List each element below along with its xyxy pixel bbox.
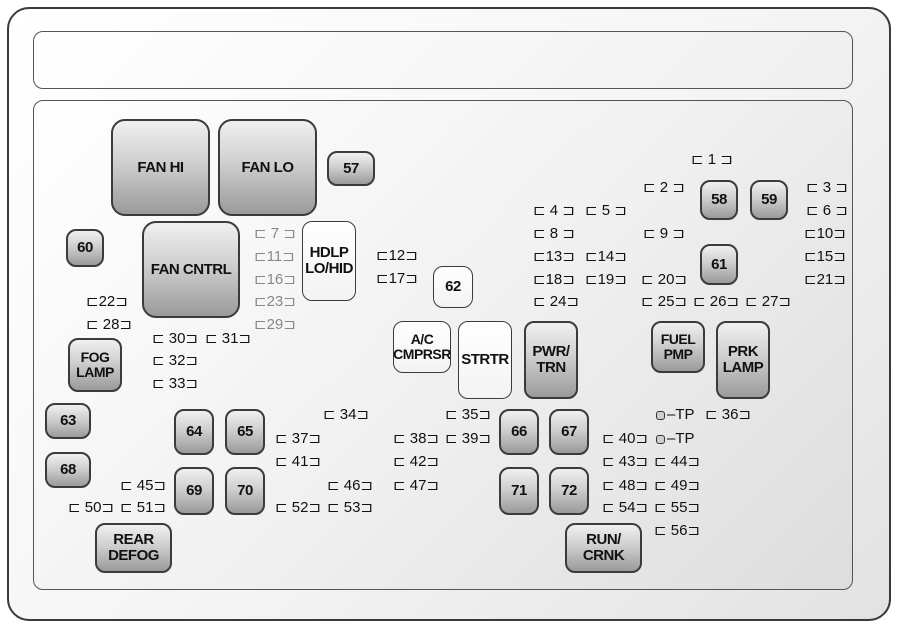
fuse-16: ⊏16⊐ bbox=[254, 271, 296, 288]
fuse-3: ⊏ 3 ⊐ bbox=[806, 179, 848, 196]
relay-65: 65 bbox=[225, 409, 265, 455]
fuse-39: ⊏ 39⊐ bbox=[445, 430, 491, 447]
relay-71: 71 bbox=[499, 467, 539, 515]
relay-57: 57 bbox=[327, 151, 375, 186]
rear-defog-relay: REAR DEFOG bbox=[95, 523, 172, 573]
fuse-19: ⊏19⊐ bbox=[585, 271, 627, 288]
fuse-41: ⊏ 41⊐ bbox=[275, 453, 321, 470]
fan-hi-relay: FAN HI bbox=[111, 119, 210, 216]
relay-72: 72 bbox=[549, 467, 589, 515]
fuse-36: ⊏ 36⊐ bbox=[705, 406, 751, 423]
fuse-24: ⊏ 24⊐ bbox=[533, 293, 579, 310]
fuse-42: ⊏ 42⊐ bbox=[393, 453, 439, 470]
fan-cntrl-relay: FAN CNTRL bbox=[142, 221, 240, 318]
fuse-22: ⊏22⊐ bbox=[86, 293, 128, 310]
fuse-15: ⊏15⊐ bbox=[804, 248, 846, 265]
test-point-icon bbox=[656, 410, 665, 420]
fuse-27: ⊏ 27⊐ bbox=[745, 293, 791, 310]
fuse-30: ⊏ 30⊐ bbox=[152, 330, 198, 347]
ac-cmprsr-relay: A/C CMPRSR bbox=[393, 321, 451, 373]
tp-terminal-1: –TP bbox=[656, 406, 695, 424]
fuse-26: ⊏ 26⊐ bbox=[693, 293, 739, 310]
run-crnk-relay: RUN/ CRNK bbox=[565, 523, 642, 573]
fuel-pmp-relay: FUEL PMP bbox=[651, 321, 705, 373]
tp-label: –TP bbox=[667, 406, 695, 423]
relay-69: 69 bbox=[174, 467, 214, 515]
fuse-35: ⊏ 35⊐ bbox=[445, 406, 491, 423]
fuse-38: ⊏ 38⊐ bbox=[393, 430, 439, 447]
fuse-25: ⊏ 25⊐ bbox=[641, 293, 687, 310]
fuse-5: ⊏ 5 ⊐ bbox=[585, 202, 627, 219]
hdlp-lo-hid-relay: HDLP LO/HID bbox=[302, 221, 356, 301]
fuse-44: ⊏ 44⊐ bbox=[654, 453, 700, 470]
fuse-box-top-panel bbox=[33, 31, 853, 89]
fuse-14: ⊏14⊐ bbox=[585, 248, 627, 265]
fuse-48: ⊏ 48⊐ bbox=[602, 477, 648, 494]
relay-66: 66 bbox=[499, 409, 539, 455]
relay-61: 61 bbox=[700, 244, 738, 285]
fuse-12: ⊏12⊐ bbox=[376, 247, 418, 264]
fuse-1: ⊏ 1 ⊐ bbox=[691, 151, 733, 168]
fuse-47: ⊏ 47⊐ bbox=[393, 477, 439, 494]
fan-lo-relay: FAN LO bbox=[218, 119, 317, 216]
fuse-45: ⊏ 45⊐ bbox=[120, 477, 166, 494]
fuse-29: ⊏29⊐ bbox=[254, 316, 296, 333]
relay-58: 58 bbox=[700, 180, 738, 220]
strtr-relay: STRTR bbox=[458, 321, 512, 399]
fuse-7: ⊏ 7 ⊐ bbox=[254, 225, 296, 242]
fuse-20: ⊏ 20⊐ bbox=[641, 271, 687, 288]
fuse-28: ⊏ 28⊐ bbox=[86, 316, 132, 333]
relay-68: 68 bbox=[45, 452, 91, 488]
fuse-21: ⊏21⊐ bbox=[804, 271, 846, 288]
fuse-17: ⊏17⊐ bbox=[376, 270, 418, 287]
fuse-6: ⊏ 6 ⊐ bbox=[806, 202, 848, 219]
fuse-49: ⊏ 49⊐ bbox=[654, 477, 700, 494]
fuse-13: ⊏13⊐ bbox=[533, 248, 575, 265]
fuse-55: ⊏ 55⊐ bbox=[654, 499, 700, 516]
fuse-51: ⊏ 51⊐ bbox=[120, 499, 166, 516]
fuse-43: ⊏ 43⊐ bbox=[602, 453, 648, 470]
pwr-trn-relay: PWR/ TRN bbox=[524, 321, 578, 399]
prk-lamp-relay: PRK LAMP bbox=[716, 321, 770, 399]
fog-lamp-relay: FOG LAMP bbox=[68, 338, 122, 392]
relay-60: 60 bbox=[66, 229, 104, 267]
test-point-icon bbox=[656, 434, 665, 444]
fuse-40: ⊏ 40⊐ bbox=[602, 430, 648, 447]
fuse-37: ⊏ 37⊐ bbox=[275, 430, 321, 447]
relay-64: 64 bbox=[174, 409, 214, 455]
fuse-2: ⊏ 2 ⊐ bbox=[643, 179, 685, 196]
fuse-53: ⊏ 53⊐ bbox=[327, 499, 373, 516]
fuse-9: ⊏ 9 ⊐ bbox=[643, 225, 685, 242]
fuse-50: ⊏ 50⊐ bbox=[68, 499, 114, 516]
fuse-54: ⊏ 54⊐ bbox=[602, 499, 648, 516]
fuse-23: ⊏23⊐ bbox=[254, 293, 296, 310]
fuse-46: ⊏ 46⊐ bbox=[327, 477, 373, 494]
fuse-8: ⊏ 8 ⊐ bbox=[533, 225, 575, 242]
tp-label: –TP bbox=[667, 430, 695, 447]
fuse-18: ⊏18⊐ bbox=[533, 271, 575, 288]
fuse-10: ⊏10⊐ bbox=[804, 225, 846, 242]
fuse-56: ⊏ 56⊐ bbox=[654, 522, 700, 539]
fuse-31: ⊏ 31⊐ bbox=[205, 330, 251, 347]
fuse-52: ⊏ 52⊐ bbox=[275, 499, 321, 516]
relay-59: 59 bbox=[750, 180, 788, 220]
relay-70: 70 bbox=[225, 467, 265, 515]
fuse-4: ⊏ 4 ⊐ bbox=[533, 202, 575, 219]
tp-terminal-2: –TP bbox=[656, 430, 695, 448]
relay-67: 67 bbox=[549, 409, 589, 455]
fuse-33: ⊏ 33⊐ bbox=[152, 375, 198, 392]
relay-63: 63 bbox=[45, 403, 91, 439]
fuse-11: ⊏11⊐ bbox=[254, 248, 295, 265]
relay-62: 62 bbox=[433, 266, 473, 308]
fuse-34: ⊏ 34⊐ bbox=[323, 406, 369, 423]
fuse-32: ⊏ 32⊐ bbox=[152, 352, 198, 369]
